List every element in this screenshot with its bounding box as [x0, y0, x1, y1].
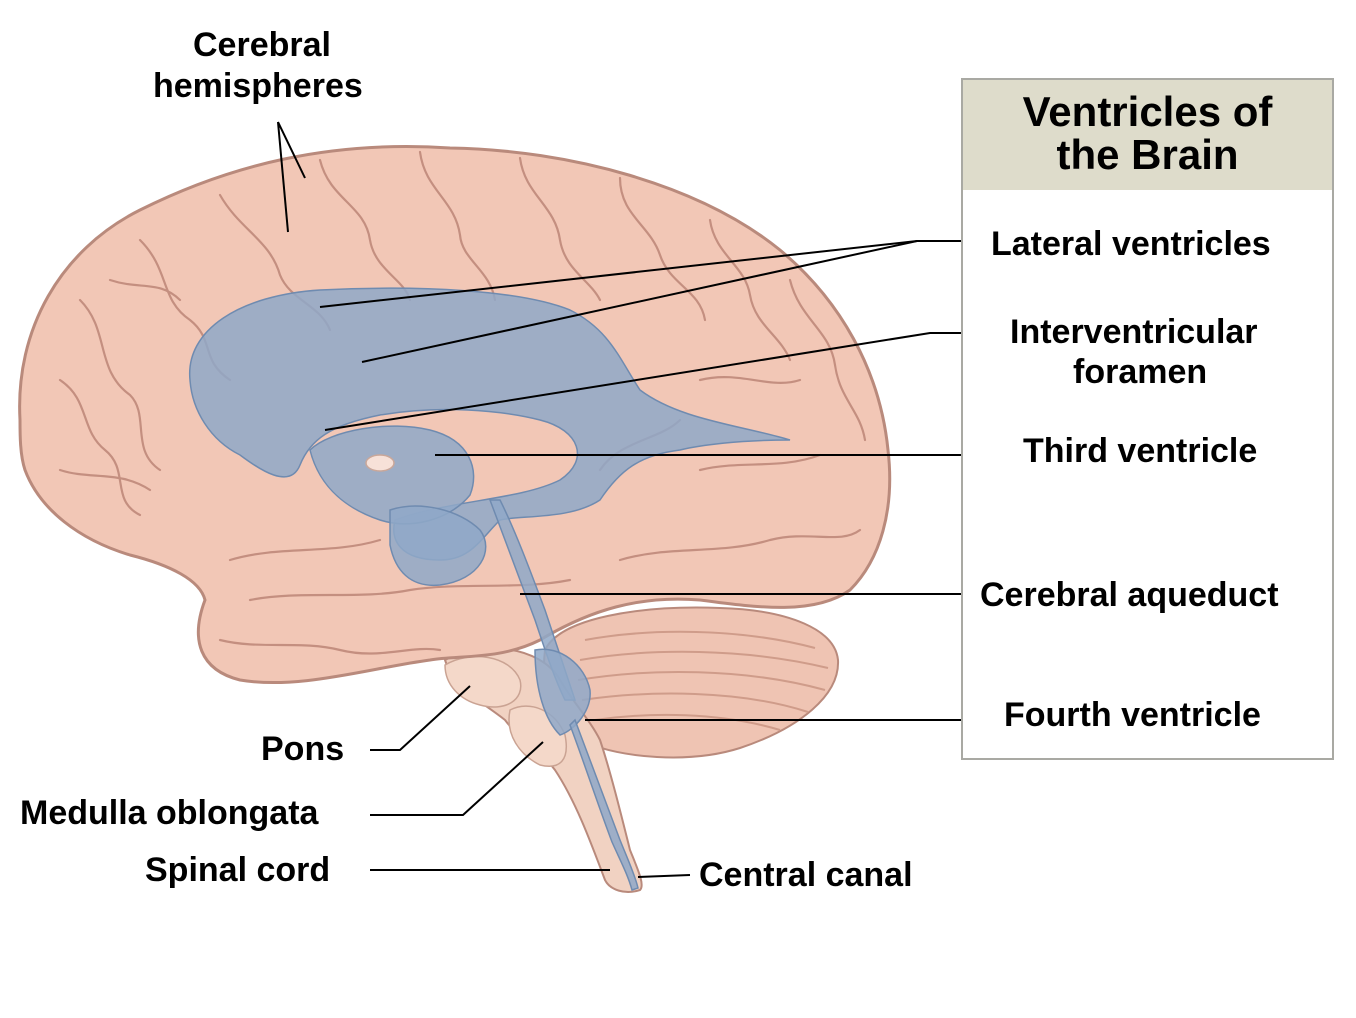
leader-canal [637, 874, 691, 878]
legend-title: Ventricles of the Brain [963, 90, 1332, 176]
leader-cerebral-1 [277, 121, 306, 179]
cerebellum-folia [577, 630, 829, 731]
legend-header: Ventricles of the Brain [963, 80, 1332, 190]
label-interventricular: Interventricular [1010, 313, 1258, 351]
label-pons: Pons [261, 730, 345, 768]
legend-box: Ventricles of the Brain [961, 78, 1334, 760]
label-cerebral-line1: Cerebral [193, 26, 331, 64]
lateral-ventricle-shape [189, 287, 791, 561]
ventricle-system [189, 287, 791, 891]
legend-title-line2: the Brain [1056, 131, 1239, 178]
label-medulla-oblongata: Medulla oblongata [20, 794, 319, 832]
legend-title-line1: Ventricles of [1022, 88, 1273, 135]
label-central-canal: Central canal [699, 856, 913, 894]
label-fourth-ventricle: Fourth ventricle [1004, 696, 1261, 734]
label-spinal-cord: Spinal cord [145, 851, 331, 889]
interthalamic-adhesion [365, 454, 395, 472]
cerebral-sulci [58, 150, 867, 655]
fourth-ventricle-shape [534, 648, 591, 736]
pons-bulge [444, 655, 522, 708]
cerebral-hemisphere [18, 145, 892, 684]
label-cerebral-aqueduct: Cerebral aqueduct [980, 576, 1279, 614]
inferior-horn-shape [389, 505, 487, 586]
leader-lateral-2 [361, 240, 918, 363]
leader-medulla [370, 741, 544, 816]
third-ventricle-shape [309, 425, 475, 525]
label-foramen: foramen [1073, 353, 1208, 391]
leader-cerebral-2 [277, 121, 289, 233]
central-canal-shape [569, 718, 639, 891]
leader-pons [370, 685, 471, 751]
label-cerebral-line2: hemispheres [153, 67, 363, 105]
label-third-ventricle: Third ventricle [1023, 432, 1258, 470]
label-lateral-ventricles: Lateral ventricles [991, 225, 1271, 263]
